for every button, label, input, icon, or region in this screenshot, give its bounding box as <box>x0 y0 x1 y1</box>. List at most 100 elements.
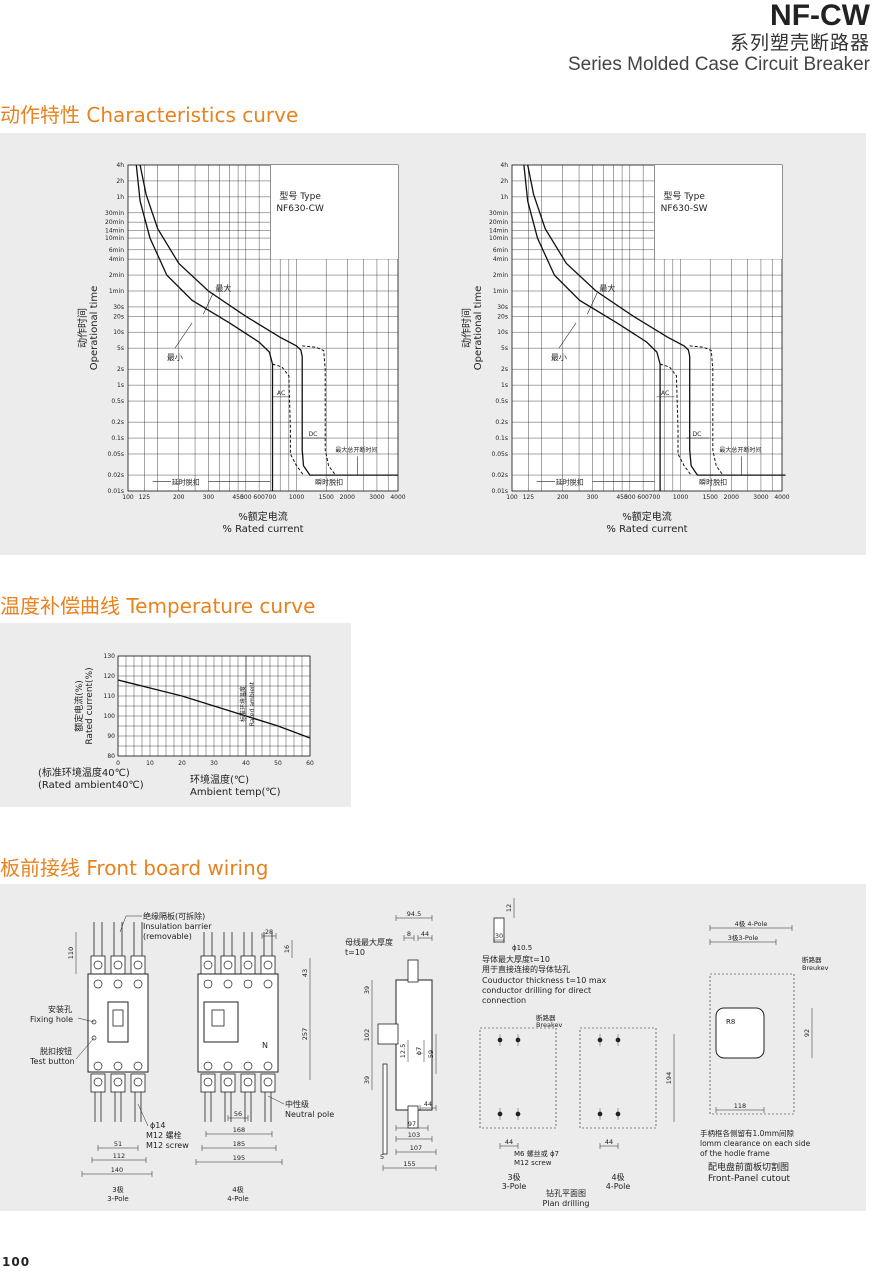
barrier-leader2 <box>119 915 127 933</box>
m6-zh: M6 螺丝或 ϕ7 <box>514 1149 559 1158</box>
time-tick-label: 6min <box>109 247 124 254</box>
time-tick-label: 0.2s <box>111 419 124 426</box>
dc-dashed-curve <box>302 345 336 476</box>
dim-4pole-28-label: 28 <box>265 928 273 936</box>
terminal-screw-top <box>113 960 123 970</box>
temp-x-zh: 环境温度(℃) <box>190 773 249 786</box>
dim-side-39a-text: 39 <box>363 986 371 994</box>
dim-side-5: 5 <box>380 1153 384 1161</box>
temp-y-tick: 110 <box>104 693 116 700</box>
dc-label: DC <box>308 431 317 438</box>
bottom-hole <box>263 1061 273 1071</box>
temp-curve <box>117 679 311 739</box>
ac-dashed-curve <box>272 363 304 476</box>
panel-cutout: 4极 4-Pole3极3-PoleR8断路器Breukev92118手柄框各侧留… <box>700 919 829 1184</box>
time-tick-label: 1min <box>109 288 124 295</box>
type-box <box>654 165 782 260</box>
dim-side-39b-text: 39 <box>363 1076 371 1084</box>
terminal-screw-top <box>203 960 213 970</box>
current-tick-label: 3000 <box>753 494 768 501</box>
x-label-en: % Rated current <box>606 524 687 535</box>
dim-drill-phi10-5: ϕ10.5 <box>512 944 532 952</box>
drill-en1: Couductor thickness t=10 max <box>482 976 607 985</box>
terminal-screw-bottom <box>243 1077 253 1087</box>
dc-dashed-curve <box>689 345 724 476</box>
time-tick-label: 10s <box>113 329 124 336</box>
time-tick-label: 1h <box>500 194 508 201</box>
dim-cut-118-label: 118 <box>734 1102 746 1110</box>
time-tick-label: 2s <box>117 366 124 373</box>
fixing-zh: 安装孔 <box>48 1004 72 1014</box>
drill-zh1: 导体最大厚度t=10 <box>482 954 550 964</box>
time-tick-label: 20s <box>113 313 124 320</box>
screw-phi: ϕ14 <box>150 1121 165 1130</box>
fixing-leader <box>77 1017 95 1023</box>
current-tick-label: 1500 <box>319 494 334 501</box>
terminal-screw-bottom <box>263 1077 273 1087</box>
brand-block: NF-CW 系列塑壳断路器 Series Molded Case Circuit… <box>568 0 870 76</box>
temp-x-tick: 30 <box>210 760 218 767</box>
time-tick-label: 0.02s <box>492 472 509 479</box>
min-curve <box>523 164 661 491</box>
pole3-zh: 3极 <box>112 1185 123 1194</box>
dim-side-59-label: 59 <box>427 1050 435 1058</box>
current-tick-label: 100 <box>122 494 134 501</box>
current-tick-label: 500 <box>624 494 636 501</box>
x-label-en: % Rated current <box>222 524 303 535</box>
time-tick-label: 5s <box>501 345 508 352</box>
dim-4pole-168-label: 168 <box>233 1126 245 1134</box>
drill-zh2: 用于直接连接的导体钻孔 <box>482 964 570 974</box>
time-tick-label: 6min <box>493 247 508 254</box>
terminal-screw-top <box>243 960 253 970</box>
current-tick-label: 1000 <box>289 494 304 501</box>
dim-cut-4pole-label: 4极 4-Pole <box>735 919 768 928</box>
cutout-r8: R8 <box>726 1018 735 1026</box>
time-tick-label: 5s <box>117 345 124 352</box>
current-tick-label: 700 <box>265 494 277 501</box>
dim-side-94-5-label: 94.5 <box>407 910 421 918</box>
terminal-screw-top <box>223 960 233 970</box>
dim-plan-194-text: 194 <box>665 1072 673 1084</box>
model-label: NF630-CW <box>276 204 324 214</box>
neutral-en: Neutral pole <box>285 1110 334 1119</box>
cutout-zh: 配电盘前面板切割图 <box>708 1161 789 1173</box>
side-handle <box>377 1023 399 1045</box>
temp-x-tick: 40 <box>242 760 250 767</box>
plan-breaker-en: Breakev <box>536 1021 563 1029</box>
current-tick-label: 1500 <box>703 494 718 501</box>
type-label: 型号 Type <box>663 191 705 202</box>
time-tick-label: 20s <box>497 313 508 320</box>
time-tick-label: 2min <box>109 272 124 279</box>
top-hole <box>93 979 103 989</box>
current-tick-label: 1000 <box>673 494 688 501</box>
dim-side-107-label: 107 <box>410 1144 422 1152</box>
time-tick-label: 0.2s <box>495 419 508 426</box>
type-label: 型号 Type <box>279 191 321 202</box>
current-tick-label: 700 <box>649 494 661 501</box>
delay-label: 延时脱扣 <box>556 478 584 487</box>
time-tick-label: 30s <box>497 304 508 311</box>
dim-drill-12-text: 12 <box>505 904 513 912</box>
time-tick-label: 1h <box>116 194 124 201</box>
temp-x-tick: 60 <box>306 760 314 767</box>
current-tick-label: 200 <box>173 494 185 501</box>
dim-drill-30-label: 30 <box>495 932 503 940</box>
current-tick-label: 4000 <box>774 494 789 501</box>
dim-plan-194-label: 194 <box>665 1072 673 1084</box>
max-label-leader <box>587 292 598 315</box>
top-hole <box>203 979 213 989</box>
max-label: 最大 <box>215 283 231 293</box>
terminal-screw-bottom <box>113 1077 123 1087</box>
dim-drill-12-label: 12 <box>505 904 513 912</box>
time-tick-label: 1s <box>117 382 124 389</box>
max-break-label: 最大总开断时间 <box>719 446 761 454</box>
top-hole <box>263 979 273 989</box>
test-en: Test button <box>29 1057 75 1066</box>
drill-en2: conductor drilling for direct <box>482 986 591 995</box>
temp-y-tick: 130 <box>104 653 116 660</box>
